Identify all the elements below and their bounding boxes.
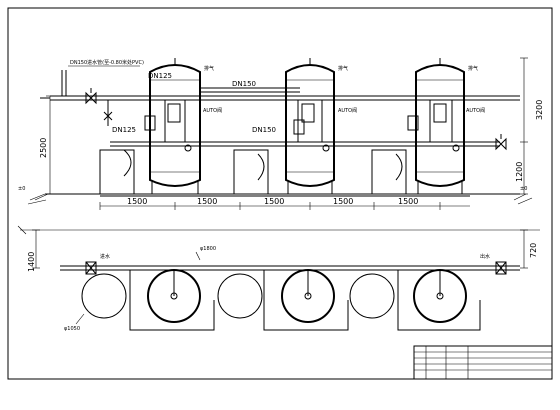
plan-small-diameter: φ1050	[64, 326, 80, 332]
upper-header-pipe	[200, 87, 300, 93]
drawing-frame	[7, 7, 553, 380]
plan-brine-tank-3	[349, 273, 395, 319]
tank-2	[285, 58, 335, 194]
dim-bottom-2: 1500	[197, 197, 217, 206]
plan-outlet-valve-icon	[495, 261, 507, 275]
plan-left-dimension	[32, 229, 40, 269]
inlet-valve-icon	[85, 88, 97, 105]
brine-tank-1	[99, 149, 135, 195]
inlet-header-pipe	[40, 70, 520, 101]
plan-dim-right: 720	[529, 243, 538, 258]
vent-label-1: 排气	[204, 65, 214, 72]
plan-outlet-label: 出水	[480, 253, 490, 260]
vent-label-3: 排气	[468, 65, 478, 72]
plan-right-dimension	[520, 229, 528, 269]
left-dimension-line	[46, 95, 54, 195]
dim-bottom-5: 1500	[398, 197, 418, 206]
vent-label-2: 排气	[338, 65, 348, 72]
drain-valve-icon	[103, 100, 113, 126]
dim-bottom-1: 1500	[127, 197, 147, 206]
plan-inlet-label: 进水	[100, 253, 110, 260]
upper-pipe-label: DN150	[232, 80, 256, 88]
plan-dim-left: 1400	[27, 252, 36, 272]
auto-valve-label-1: AUTO阀	[203, 107, 222, 114]
dim-right-lower: 1200	[515, 162, 524, 182]
tank-1-piping	[144, 100, 192, 152]
tank-1	[149, 58, 201, 194]
tank-1-dn-label: DN125	[148, 72, 172, 80]
bottom-dimension-line	[99, 202, 470, 210]
ground-mark-left: ±0	[18, 186, 25, 192]
brine-tank-3	[371, 149, 407, 195]
tank-2-piping	[293, 100, 330, 152]
outlet-valve-icon	[495, 134, 507, 151]
plan-brine-tank-2	[217, 273, 263, 319]
plan-large-diameter: φ1800	[200, 246, 216, 252]
auto-valve-label-3: AUTO阀	[466, 107, 485, 114]
ground-hatch-left	[27, 193, 49, 205]
plan-brine-tank-1	[81, 273, 127, 319]
tank-3	[415, 58, 465, 194]
plan-inlet-valve-icon	[85, 261, 97, 275]
outlet-header-pipe	[110, 141, 500, 147]
auto-valve-label-2: AUTO阀	[338, 107, 357, 114]
dim-right-upper: 3200	[535, 100, 544, 120]
plan-view: 1400 720 φ1800 φ1050 进水 出水	[17, 225, 540, 332]
dim-left-elevation: 2500	[39, 138, 48, 158]
inlet-pipe-label: DN150进水管(至-0.80米处PVC)	[70, 59, 144, 66]
drain-pipe-label: DN125	[112, 126, 136, 134]
right-dimension-line	[520, 57, 528, 195]
plan-branch-piping	[129, 270, 481, 331]
ground-hatch-right	[513, 193, 533, 205]
ground-mark-right: ±0	[520, 186, 527, 192]
dim-bottom-3: 1500	[264, 197, 284, 206]
elevation-view: ±0 ±0	[18, 57, 544, 210]
middle-pipe-label: DN150	[252, 126, 276, 134]
title-block	[413, 345, 553, 380]
dim-bottom-4: 1500	[333, 197, 353, 206]
tank-3-piping	[407, 100, 460, 152]
plan-header-pipe	[60, 265, 520, 271]
brine-tank-2	[233, 149, 269, 195]
